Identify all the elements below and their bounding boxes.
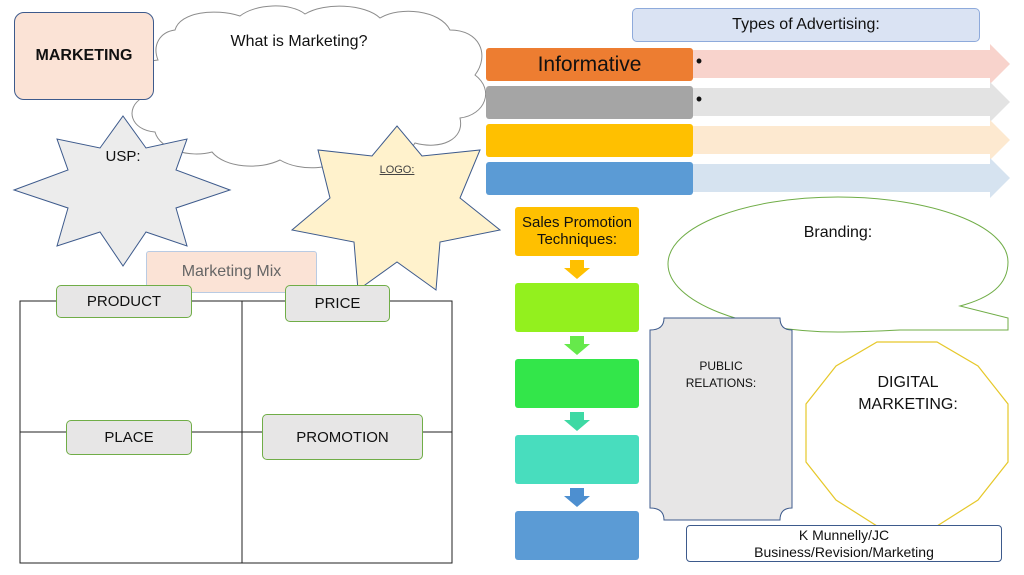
footer-author: K Munnelly/JC (798, 527, 890, 544)
sales-promotion-arrows (564, 260, 590, 507)
branding-bubble (667, 196, 1009, 333)
logo-star (290, 125, 502, 291)
advertising-bullet-2: • (695, 89, 703, 109)
digital-marketing-dodecagon (805, 341, 1009, 527)
sales-promotion-technique-2 (515, 359, 639, 408)
sales-promotion-header: Sales Promotion Techniques: (521, 214, 633, 248)
advertising-bullet-1: • (695, 51, 703, 71)
footer-box: K Munnelly/JC Business/Revision/Marketin… (686, 525, 1002, 562)
advertising-arrows (693, 44, 1010, 198)
promotion-label-box: PROMOTION (262, 414, 423, 460)
public-relations-plaque (649, 317, 793, 521)
marketing-title-box: MARKETING (14, 12, 154, 100)
advertising-type-4 (486, 162, 693, 195)
digital-marketing-label: DIGITAL MARKETING: (858, 374, 958, 414)
public-relations-label: PUBLIC RELATIONS: (685, 359, 757, 391)
product-label: PRODUCT (86, 293, 162, 310)
advertising-header: Types of Advertising: (732, 16, 880, 33)
sales-promotion-technique-1 (515, 283, 639, 332)
sales-promotion-header-box: Sales Promotion Techniques: (515, 207, 639, 256)
marketing-title: MARKETING (35, 47, 133, 64)
footer-course: Business/Revision/Marketing (754, 543, 934, 560)
branding-label: Branding: (803, 224, 873, 241)
marketing-mix-label: Marketing Mix (181, 263, 282, 280)
usp-star (12, 115, 232, 267)
place-label-box: PLACE (66, 420, 192, 455)
advertising-type-label: Informative (537, 52, 642, 76)
cloud-label: What is Marketing? (230, 33, 368, 50)
sales-promotion-technique-3 (515, 435, 639, 484)
usp-label: USP: (105, 148, 141, 165)
product-label-box: PRODUCT (56, 285, 192, 318)
promotion-label: PROMOTION (296, 428, 389, 446)
price-label-box: PRICE (285, 285, 390, 322)
logo-label: LOGO: (379, 164, 415, 176)
advertising-type-3 (486, 124, 693, 157)
advertising-header-box: Types of Advertising: (632, 8, 980, 42)
advertising-type-2 (486, 86, 693, 119)
place-label: PLACE (104, 429, 154, 446)
sales-promotion-technique-4 (515, 511, 639, 560)
advertising-type-informative: Informative (486, 48, 693, 81)
price-label: PRICE (314, 295, 361, 312)
